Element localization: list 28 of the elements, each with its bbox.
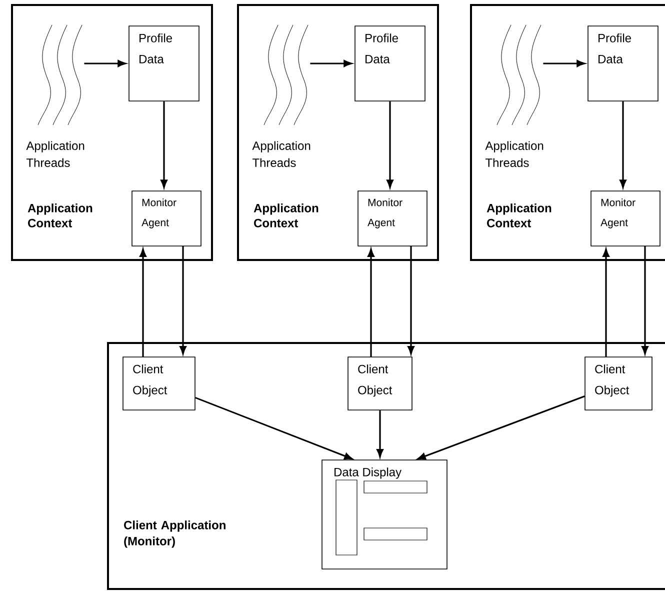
arrow xyxy=(180,246,186,354)
process-box: Monitor Agent xyxy=(132,190,202,246)
arrow xyxy=(620,101,626,188)
process-box: Monitor Agent xyxy=(590,190,660,246)
process-box: Monitor Agent xyxy=(358,190,428,246)
arrow xyxy=(386,101,394,188)
process-box: Profile Data xyxy=(354,26,426,102)
process-box: Client Object xyxy=(122,356,196,410)
arrow xyxy=(543,60,585,67)
arrow xyxy=(140,248,146,357)
arrow xyxy=(408,246,414,354)
process-box: Client Object xyxy=(584,356,652,410)
threads-label: Application Threads xyxy=(252,141,310,167)
threads-label: Application Threads xyxy=(26,141,84,167)
arrow xyxy=(368,248,374,357)
arrow xyxy=(160,101,168,188)
process-box: Profile Data xyxy=(588,26,658,102)
arrow xyxy=(376,410,384,458)
threads-label: Application Threads xyxy=(485,141,544,167)
arrow xyxy=(195,396,353,460)
data-display-window: Data Display xyxy=(322,460,448,570)
process-box: Client Object xyxy=(348,356,412,410)
process-box: Profile Data xyxy=(128,26,200,102)
arrow xyxy=(602,248,610,357)
arrow xyxy=(310,60,352,67)
arrow xyxy=(642,246,648,354)
arrow xyxy=(84,60,126,67)
arrow xyxy=(417,395,585,460)
